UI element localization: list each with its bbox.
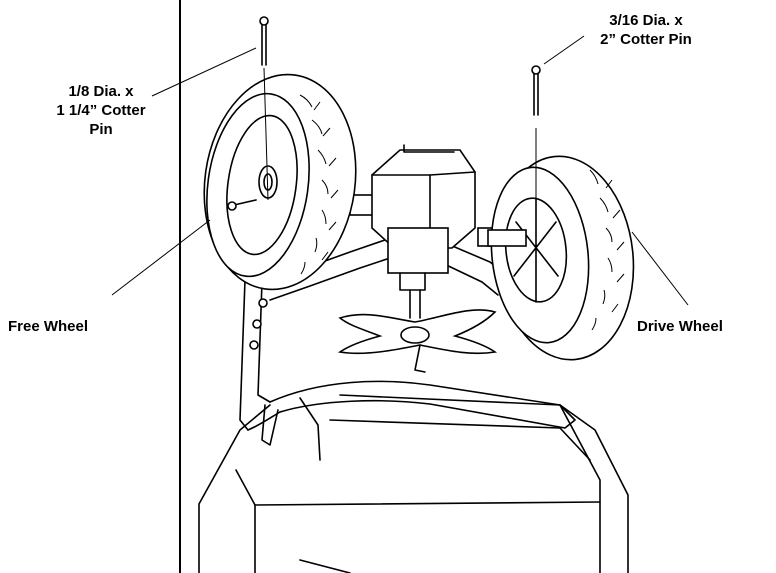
housing <box>198 394 629 573</box>
large-cotter-pin-label: 3/16 Dia. x 2” Cotter Pin <box>586 11 706 49</box>
leader-line-drive-wheel <box>631 231 689 306</box>
large-cotter-pin-label-line-1: 3/16 Dia. x <box>609 12 683 29</box>
large-cotter-pin <box>531 65 541 220</box>
gear-box <box>371 144 476 319</box>
mount-plate <box>337 309 498 373</box>
free-wheel-label: Free Wheel <box>8 318 89 335</box>
free-wheel-pin <box>227 199 257 211</box>
leader-line-large-pin <box>543 35 585 65</box>
small-cotter-pin-label-line-1: 1/8 Dia. x <box>68 83 134 100</box>
handle-frame <box>239 279 576 446</box>
free-wheel <box>203 73 357 291</box>
small-cotter-pin <box>259 16 269 201</box>
leader-line-small-pin <box>151 47 257 97</box>
drive-wheel <box>487 155 635 361</box>
small-cotter-pin-label: 1/8 Dia. x 1 1/4” Cotter Pin <box>26 82 176 139</box>
large-cotter-pin-label-line-2: 2” Cotter Pin <box>600 31 692 48</box>
small-cotter-pin-label-line-2: 1 1/4” Cotter <box>56 102 146 119</box>
leader-line-free-wheel <box>111 219 211 296</box>
small-cotter-pin-label-line-3: Pin <box>89 121 113 138</box>
drive-wheel-label: Drive Wheel <box>637 318 723 335</box>
